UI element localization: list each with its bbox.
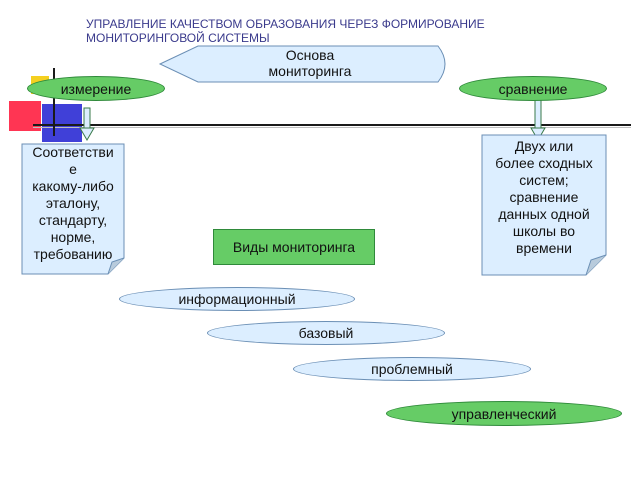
measurement-note-line: стандарту, <box>38 211 108 228</box>
comparison-note-line: школы во <box>512 222 576 239</box>
title-line-2: МОНИТОРИНГОВОЙ СИСТЕМЫ <box>86 31 270 45</box>
measurement-note-line: норме, <box>50 228 96 245</box>
page-title: УПРАВЛЕНИЕ КАЧЕСТВОМ ОБРАЗОВАНИЯ ЧЕРЕЗ Ф… <box>86 17 546 45</box>
comparison-note-line: Двух или <box>514 137 574 154</box>
type-managerial-oval: управленческий <box>386 401 622 426</box>
decor-red-square <box>9 101 41 131</box>
measurement-note-line: е <box>69 160 77 177</box>
type-problem-label: проблемный <box>371 361 453 377</box>
basis-line-1: Основа <box>285 47 335 63</box>
types-label-box: Виды мониторинга <box>213 229 375 265</box>
measurement-label: измерение <box>60 80 132 97</box>
arrow-measurement-down <box>79 107 95 141</box>
comparison-label: сравнение <box>498 80 568 97</box>
measurement-note-shape <box>21 143 125 275</box>
type-problem-oval: проблемный <box>293 357 531 381</box>
measurement-note-line: эталону, <box>45 194 101 211</box>
measurement-note-line: требованию <box>33 245 113 262</box>
vertical-rule <box>53 68 55 136</box>
comparison-note-line: более сходных <box>495 154 593 171</box>
type-informational-label: информационный <box>178 291 296 307</box>
horizontal-rule <box>33 124 631 126</box>
title-line-1: УПРАВЛЕНИЕ КАЧЕСТВОМ ОБРАЗОВАНИЯ ЧЕРЕЗ Ф… <box>86 17 485 31</box>
type-basic-label: базовый <box>298 325 354 341</box>
type-informational-oval: информационный <box>119 287 355 311</box>
measurement-note-line: какому-либо <box>32 177 114 194</box>
basis-line-2: мониторинга <box>268 63 352 79</box>
comparison-note-line: времени <box>516 239 572 256</box>
type-basic-oval: базовый <box>207 321 445 345</box>
comparison-note-line: систем; <box>519 171 569 188</box>
horizontal-rule-shadow <box>33 127 631 128</box>
types-label: Виды мониторинга <box>232 239 356 255</box>
comparison-note-shape <box>481 134 607 276</box>
measurement-oval: измерение <box>27 76 165 101</box>
measurement-note: Соответстви е какому-либо эталону, станд… <box>21 136 125 270</box>
measurement-note-line: Соответстви <box>32 143 114 160</box>
comparison-note: Двух или более сходных систем; сравнение… <box>481 130 607 264</box>
comparison-note-line: данных одной <box>498 205 590 222</box>
basis-label: Основа мониторинга <box>250 47 370 79</box>
comparison-oval: сравнение <box>459 76 607 101</box>
decor-blue-square <box>42 104 82 142</box>
basis-arrow-shape <box>158 45 446 83</box>
type-managerial-label: управленческий <box>451 405 557 422</box>
comparison-note-line: сравнение <box>509 188 579 205</box>
